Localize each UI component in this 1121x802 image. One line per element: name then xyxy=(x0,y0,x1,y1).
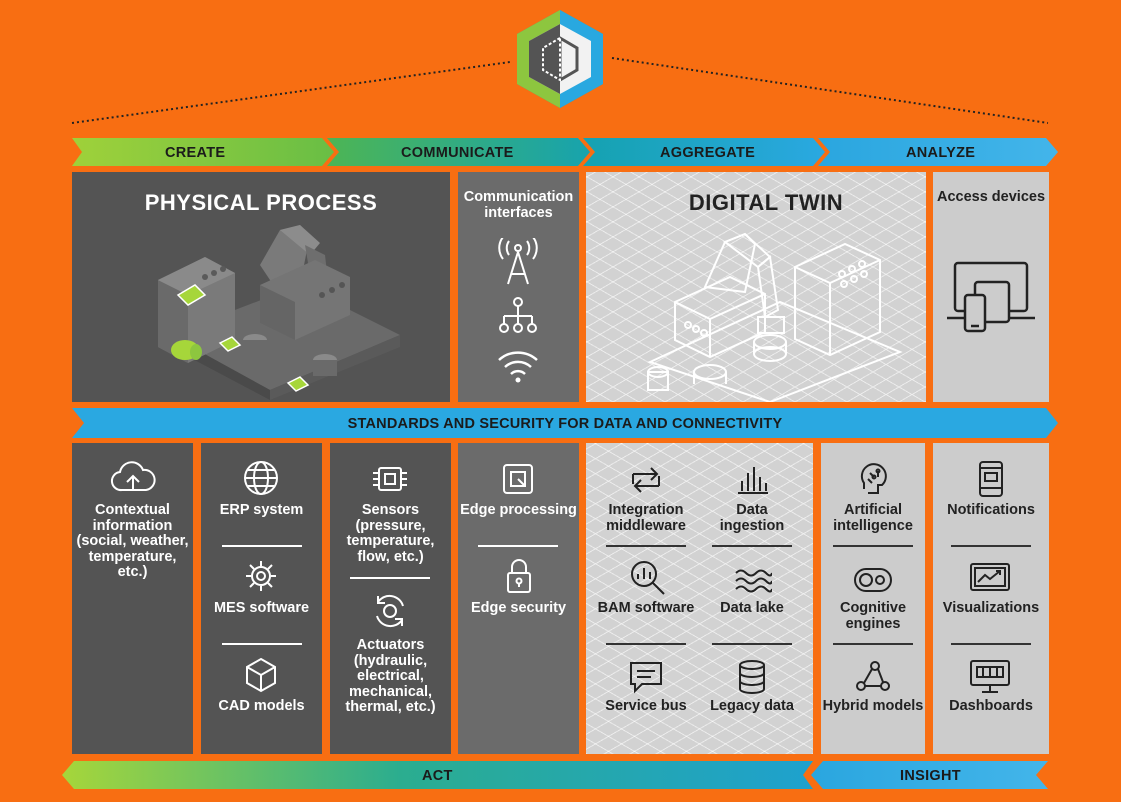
hex-logo-icon xyxy=(517,10,603,108)
ai-label: Artificial intelligence xyxy=(833,502,913,534)
dashboard-icon xyxy=(970,660,1010,693)
cloud-upload-icon xyxy=(111,461,156,492)
insight-divider-2 xyxy=(951,643,1031,645)
antenna-icon xyxy=(498,238,538,285)
roof-lines xyxy=(71,57,1049,124)
aggregate-panel xyxy=(586,443,813,754)
standards-bar xyxy=(72,408,1058,438)
rotate-arrows-icon xyxy=(376,594,404,628)
stage-communicate-label: COMMUNICATE xyxy=(401,145,514,161)
visualizations-label: Visualizations xyxy=(942,600,1040,616)
molecule-icon xyxy=(856,661,890,691)
insight-panel xyxy=(933,443,1049,754)
cogs-icon xyxy=(854,568,892,592)
network-hierarchy-icon xyxy=(499,297,537,333)
factory-robot-icon xyxy=(158,225,400,400)
legacy-data-label: Legacy data xyxy=(710,698,794,714)
access-devices-label: Access devices xyxy=(936,189,1046,205)
edge-panel xyxy=(458,443,579,754)
contextual-label: Contextual information (social, weather,… xyxy=(76,502,189,580)
communication-interfaces-label: Communication interfaces xyxy=(463,189,574,221)
integration-label: Integration middleware xyxy=(606,502,686,534)
digital-twin-title: DIGITAL TWIN xyxy=(688,190,844,215)
devices-icon xyxy=(947,261,1035,333)
service-bus-label: Service bus xyxy=(605,698,687,714)
phone-icon xyxy=(979,461,1003,497)
edge-security-label: Edge security xyxy=(470,600,567,616)
monitor-chart-icon xyxy=(970,563,1010,591)
erp-label: ERP system xyxy=(219,502,304,518)
gear-icon xyxy=(246,561,276,591)
swap-arrows-icon xyxy=(632,467,660,493)
sensors-divider xyxy=(350,577,430,579)
mes-divider xyxy=(222,643,302,645)
erp-divider xyxy=(222,545,302,547)
database-icon xyxy=(739,660,765,694)
cube-icon xyxy=(246,657,276,693)
physical-process-title: PHYSICAL PROCESS xyxy=(144,190,378,215)
insight-label: INSIGHT xyxy=(900,768,961,784)
analysis-panel xyxy=(821,443,925,754)
brain-icon xyxy=(860,463,887,494)
act-label: ACT xyxy=(422,768,453,784)
mes-label: MES software xyxy=(213,600,310,616)
data-lake-label: Data lake xyxy=(720,600,784,616)
padlock-icon xyxy=(507,559,531,593)
stage-create-label: CREATE xyxy=(165,145,226,161)
stage-aggregate-label: AGGREGATE xyxy=(660,145,756,161)
wifi-icon xyxy=(498,351,538,383)
digital-twin-robot-icon xyxy=(647,232,903,402)
hybrid-label: Hybrid models xyxy=(822,698,924,714)
cad-label: CAD models xyxy=(218,698,305,714)
standards-bar-label: STANDARDS AND SECURITY FOR DATA AND CONN… xyxy=(347,416,783,432)
bar-chart-icon xyxy=(738,467,768,494)
stage-analyze-label: ANALYZE xyxy=(906,145,976,161)
communication-interfaces-panel xyxy=(458,172,579,402)
aggregate-divider-1b xyxy=(712,545,792,547)
edge-processing-label: Edge processing xyxy=(460,502,577,518)
cognitive-label: Cognitive engines xyxy=(839,600,907,632)
contextual-panel xyxy=(72,443,193,754)
bam-label: BAM software xyxy=(597,600,695,616)
message-icon xyxy=(630,662,662,694)
stage-arrows xyxy=(72,138,1058,166)
bottom-bar xyxy=(62,761,1048,789)
analysis-divider-2 xyxy=(833,643,913,645)
edge-processing-icon xyxy=(503,464,533,494)
sensors-actuators-panel xyxy=(330,443,451,754)
edge-divider xyxy=(478,545,558,547)
waves-icon xyxy=(735,569,772,593)
dashboards-label: Dashboards xyxy=(949,698,1033,714)
insight-divider-1 xyxy=(951,545,1031,547)
notifications-label: Notifications xyxy=(947,502,1035,518)
sensors-label: Sensors (pressure, temperature, flow, et… xyxy=(346,502,435,565)
aggregate-divider-2a xyxy=(606,643,686,645)
data-ingestion-label: Data ingestion xyxy=(719,502,785,534)
aggregate-divider-2b xyxy=(712,643,792,645)
magnifier-chart-icon xyxy=(631,561,665,595)
globe-icon xyxy=(244,461,278,495)
analysis-divider-1 xyxy=(833,545,913,547)
actuators-label: Actuators (hydraulic, electrical, mechan… xyxy=(345,637,436,715)
aggregate-divider-1a xyxy=(606,545,686,547)
chip-icon xyxy=(373,467,407,491)
